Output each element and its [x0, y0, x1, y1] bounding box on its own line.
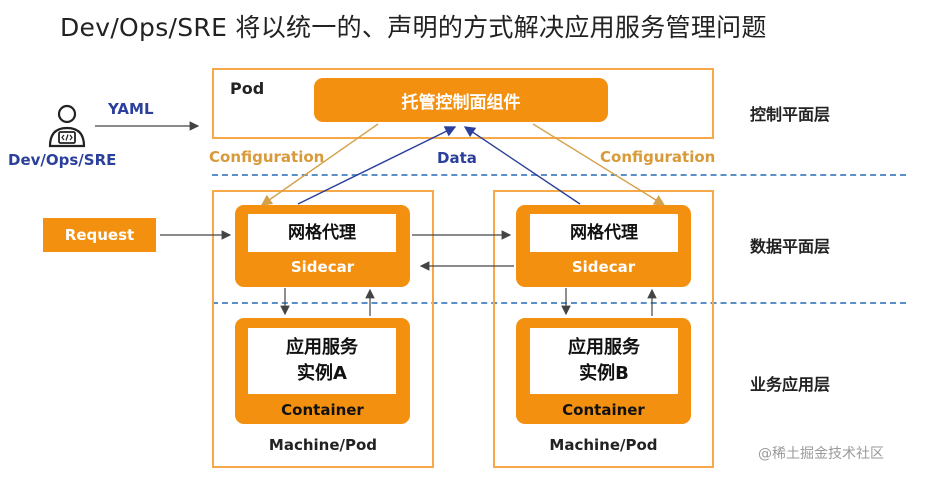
control-component[interactable]: 托管控制面组件 [314, 78, 608, 122]
app-instance-b: 应用服务 实例B [530, 328, 678, 394]
app-instance-b-line2: 实例B [579, 363, 629, 384]
sidecar-right-label: Sidecar [571, 258, 636, 276]
layer-label-data: 数据平面层 [750, 237, 831, 256]
yaml-label: YAML [108, 100, 154, 118]
container-right-label: Container [562, 401, 645, 419]
data-label: Data [437, 149, 477, 167]
machine-pod-left-label: Machine/Pod [268, 436, 378, 454]
layer-divider-top [212, 174, 906, 176]
pod-box [212, 68, 714, 139]
app-instance-a-line2: 实例A [297, 363, 347, 384]
layer-label-business: 业务应用层 [750, 375, 831, 394]
configuration-label-left: Configuration [209, 148, 325, 166]
control-component-label: 托管控制面组件 [401, 92, 521, 113]
pod-label: Pod [230, 79, 265, 98]
page-title: Dev/Ops/SRE 将以统一的、声明的方式解决应用服务管理问题 [60, 13, 767, 42]
request-label: Request [64, 226, 135, 244]
watermark: @稀土掘金技术社区 [758, 446, 884, 462]
sidecar-left-label: Sidecar [290, 258, 355, 276]
configuration-label-right: Configuration [600, 148, 716, 166]
app-instance-b-line1: 应用服务 [568, 337, 640, 358]
mesh-proxy-left: 网格代理 [248, 214, 396, 252]
mesh-proxy-right: 网格代理 [530, 214, 678, 252]
layer-label-control: 控制平面层 [750, 105, 831, 124]
user-label: Dev/Ops/SRE [8, 151, 117, 169]
request-box[interactable]: Request [43, 218, 156, 252]
machine-pod-right-label: Machine/Pod [549, 436, 658, 454]
app-instance-a: 应用服务 实例A [248, 328, 396, 394]
container-left-label: Container [281, 401, 364, 419]
user-code-icon [48, 104, 86, 148]
layer-divider-bottom [212, 302, 906, 304]
app-instance-a-line1: 应用服务 [286, 337, 358, 358]
